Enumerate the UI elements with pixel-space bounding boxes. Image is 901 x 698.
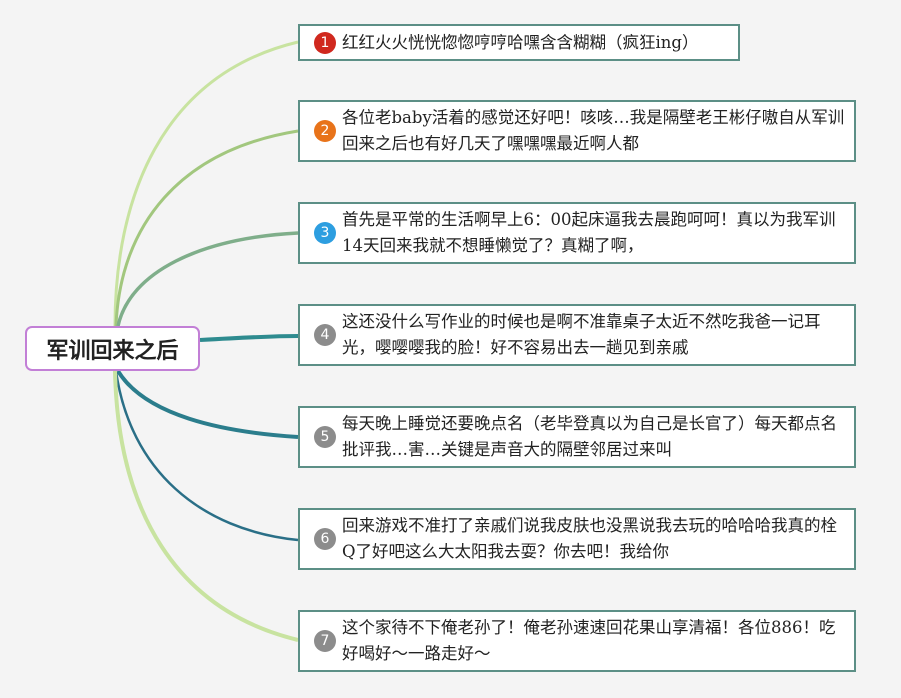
number-4-icon: 4 bbox=[314, 324, 336, 346]
topic-6[interactable]: 6 回来游戏不准打了亲戚们说我皮肤也没黑说我去玩的哈哈哈我真的栓Q了好吧这么大太… bbox=[298, 508, 856, 570]
branch-line-2 bbox=[114, 129, 299, 327]
topic-4-text: 这还没什么写作业的时候也是啊不准靠桌子太近不然吃我爸一记耳光，嘤嘤嘤我的脸！好不… bbox=[342, 312, 821, 357]
topic-3[interactable]: 3 首先是平常的生活啊早上6：00起床逼我去晨跑呵呵！真以为我军训14天回来我就… bbox=[298, 202, 856, 264]
topic-6-text: 回来游戏不准打了亲戚们说我皮肤也没黑说我去玩的哈哈哈我真的栓Q了好吧这么大太阳我… bbox=[342, 516, 837, 561]
topic-5[interactable]: 5 每天晚上睡觉还要晚点名（老毕登真以为自己是长官了）每天都点名批评我…害…关键… bbox=[298, 406, 856, 468]
branch-line-3 bbox=[116, 231, 299, 327]
topic-2-text: 各位老baby活着的感觉还好吧！咳咳…我是隔壁老王彬仔嗷自从军训回来之后也有好几… bbox=[342, 108, 845, 153]
number-3-icon: 3 bbox=[314, 222, 336, 244]
topic-3-text: 首先是平常的生活啊早上6：00起床逼我去晨跑呵呵！真以为我军训14天回来我就不想… bbox=[342, 210, 836, 255]
branch-line-1 bbox=[113, 40, 299, 327]
number-7-icon: 7 bbox=[314, 630, 336, 652]
topic-2[interactable]: 2 各位老baby活着的感觉还好吧！咳咳…我是隔壁老王彬仔嗷自从军训回来之后也有… bbox=[298, 100, 856, 162]
topic-1[interactable]: 1 红红火火恍恍惚惚哼哼哈嘿含含糊糊（疯狂ing） bbox=[298, 24, 740, 61]
branch-line-6 bbox=[114, 370, 299, 542]
topic-4[interactable]: 4 这还没什么写作业的时候也是啊不准靠桌子太近不然吃我爸一记耳光，嘤嘤嘤我的脸！… bbox=[298, 304, 856, 366]
number-2-icon: 2 bbox=[314, 120, 336, 142]
root-topic[interactable]: 军训回来之后 bbox=[25, 326, 200, 371]
topic-1-text: 红红火火恍恍惚惚哼哼哈嘿含含糊糊（疯狂ing） bbox=[342, 32, 699, 52]
branch-line-7 bbox=[113, 370, 299, 642]
number-6-icon: 6 bbox=[314, 528, 336, 550]
topic-7-text: 这个家待不下俺老孙了！俺老孙速速回花果山享清福！各位886！吃好喝好～一路走好～ bbox=[342, 618, 836, 663]
branch-line-4 bbox=[199, 334, 299, 342]
root-topic-title: 军训回来之后 bbox=[46, 338, 179, 364]
number-5-icon: 5 bbox=[314, 426, 336, 448]
topic-7[interactable]: 7 这个家待不下俺老孙了！俺老孙速速回花果山享清福！各位886！吃好喝好～一路走… bbox=[298, 610, 856, 672]
topic-5-text: 每天晚上睡觉还要晚点名（老毕登真以为自己是长官了）每天都点名批评我…害…关键是声… bbox=[342, 414, 837, 459]
branch-line-5 bbox=[116, 369, 299, 439]
number-1-icon: 1 bbox=[314, 31, 336, 54]
